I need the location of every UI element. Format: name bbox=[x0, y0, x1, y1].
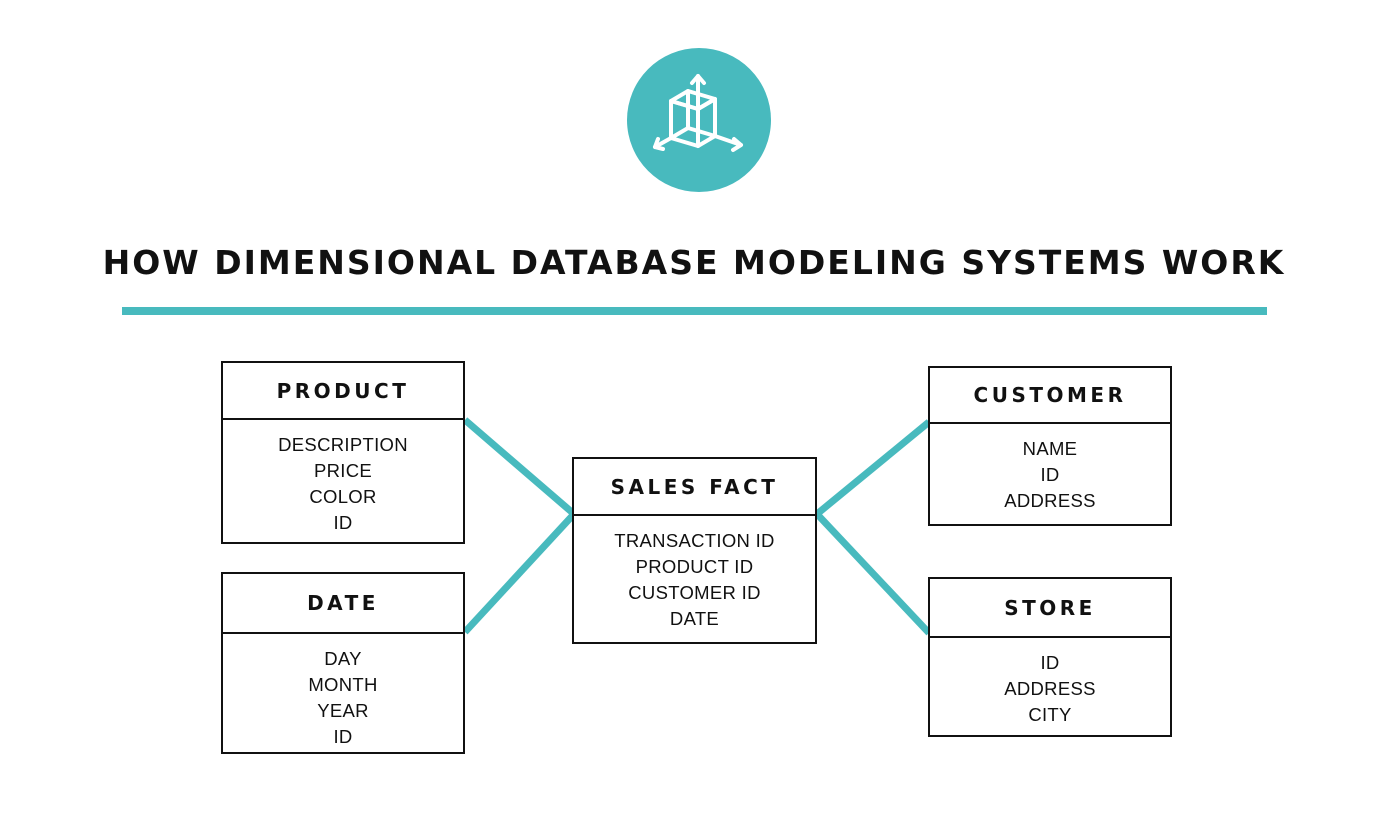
field: TRANSACTION ID bbox=[614, 530, 775, 551]
field: ID bbox=[1040, 464, 1060, 485]
field: MONTH bbox=[308, 674, 378, 695]
field: ID bbox=[333, 726, 353, 747]
connector-sales-customer bbox=[814, 419, 932, 517]
field: DESCRIPTION bbox=[278, 434, 408, 455]
title-divider bbox=[122, 307, 1267, 315]
entity-header: PRODUCT bbox=[223, 363, 463, 420]
field: ADDRESS bbox=[1004, 490, 1096, 511]
cube-axes-icon bbox=[653, 74, 743, 152]
entity-fields: ID ADDRESS CITY bbox=[930, 638, 1170, 728]
field: CITY bbox=[1028, 704, 1072, 725]
entity-fields: NAME ID ADDRESS bbox=[930, 424, 1170, 514]
connector-sales-store bbox=[814, 511, 932, 636]
entity-date: DATE DAY MONTH YEAR ID bbox=[221, 572, 465, 754]
field: PRICE bbox=[313, 460, 373, 481]
logo-circle bbox=[627, 48, 771, 192]
entity-sales-fact: SALES FACT TRANSACTION ID PRODUCT ID CUS… bbox=[572, 457, 817, 644]
field: ID bbox=[333, 512, 353, 533]
field: YEAR bbox=[317, 700, 369, 721]
field: NAME bbox=[1022, 438, 1078, 459]
field: ID bbox=[1040, 652, 1060, 673]
page-title: HOW DIMENSIONAL DATABASE MODELING SYSTEM… bbox=[102, 243, 1286, 282]
entity-customer: CUSTOMER NAME ID ADDRESS bbox=[928, 366, 1172, 526]
entity-header: DATE bbox=[223, 574, 463, 634]
entity-fields: DESCRIPTION PRICE COLOR ID bbox=[223, 420, 463, 536]
field: PRODUCT ID bbox=[635, 556, 754, 577]
connector-date-sales bbox=[462, 511, 577, 635]
entity-fields: TRANSACTION ID PRODUCT ID CUSTOMER ID DA… bbox=[574, 516, 815, 632]
field: CUSTOMER ID bbox=[628, 582, 761, 603]
entity-header: STORE bbox=[930, 579, 1170, 638]
entity-fields: DAY MONTH YEAR ID bbox=[223, 634, 463, 750]
field: DAY bbox=[324, 648, 362, 669]
entity-header: SALES FACT bbox=[574, 459, 815, 516]
entity-store: STORE ID ADDRESS CITY bbox=[928, 577, 1172, 737]
field: ADDRESS bbox=[1004, 678, 1096, 699]
field: DATE bbox=[669, 608, 720, 629]
entity-header: CUSTOMER bbox=[930, 368, 1170, 424]
entity-product: PRODUCT DESCRIPTION PRICE COLOR ID bbox=[221, 361, 465, 544]
field: COLOR bbox=[309, 486, 377, 507]
connector-product-sales bbox=[462, 417, 577, 517]
